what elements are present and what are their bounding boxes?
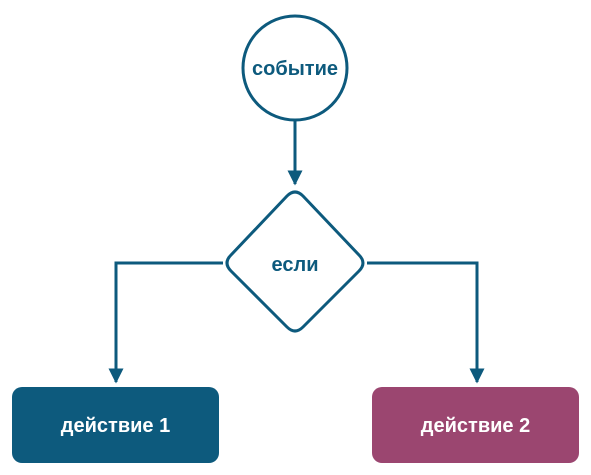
action-2-label: действие 2 — [421, 415, 530, 437]
action-1-box — [12, 387, 219, 463]
event-node: событие — [241, 14, 349, 122]
action-2-node: действие 2 — [372, 387, 579, 463]
action-2-box — [372, 387, 579, 463]
event-label: событие — [252, 58, 338, 80]
condition-diamond — [225, 190, 365, 333]
event-circle — [241, 14, 349, 122]
action-1-node: действие 1 — [12, 387, 219, 463]
condition-node: если — [225, 190, 365, 333]
condition-label: если — [272, 254, 319, 276]
connector-condition-to-action2 — [367, 261, 485, 384]
connector-condition-to-action1 — [108, 261, 223, 384]
action-1-label: действие 1 — [61, 415, 170, 437]
